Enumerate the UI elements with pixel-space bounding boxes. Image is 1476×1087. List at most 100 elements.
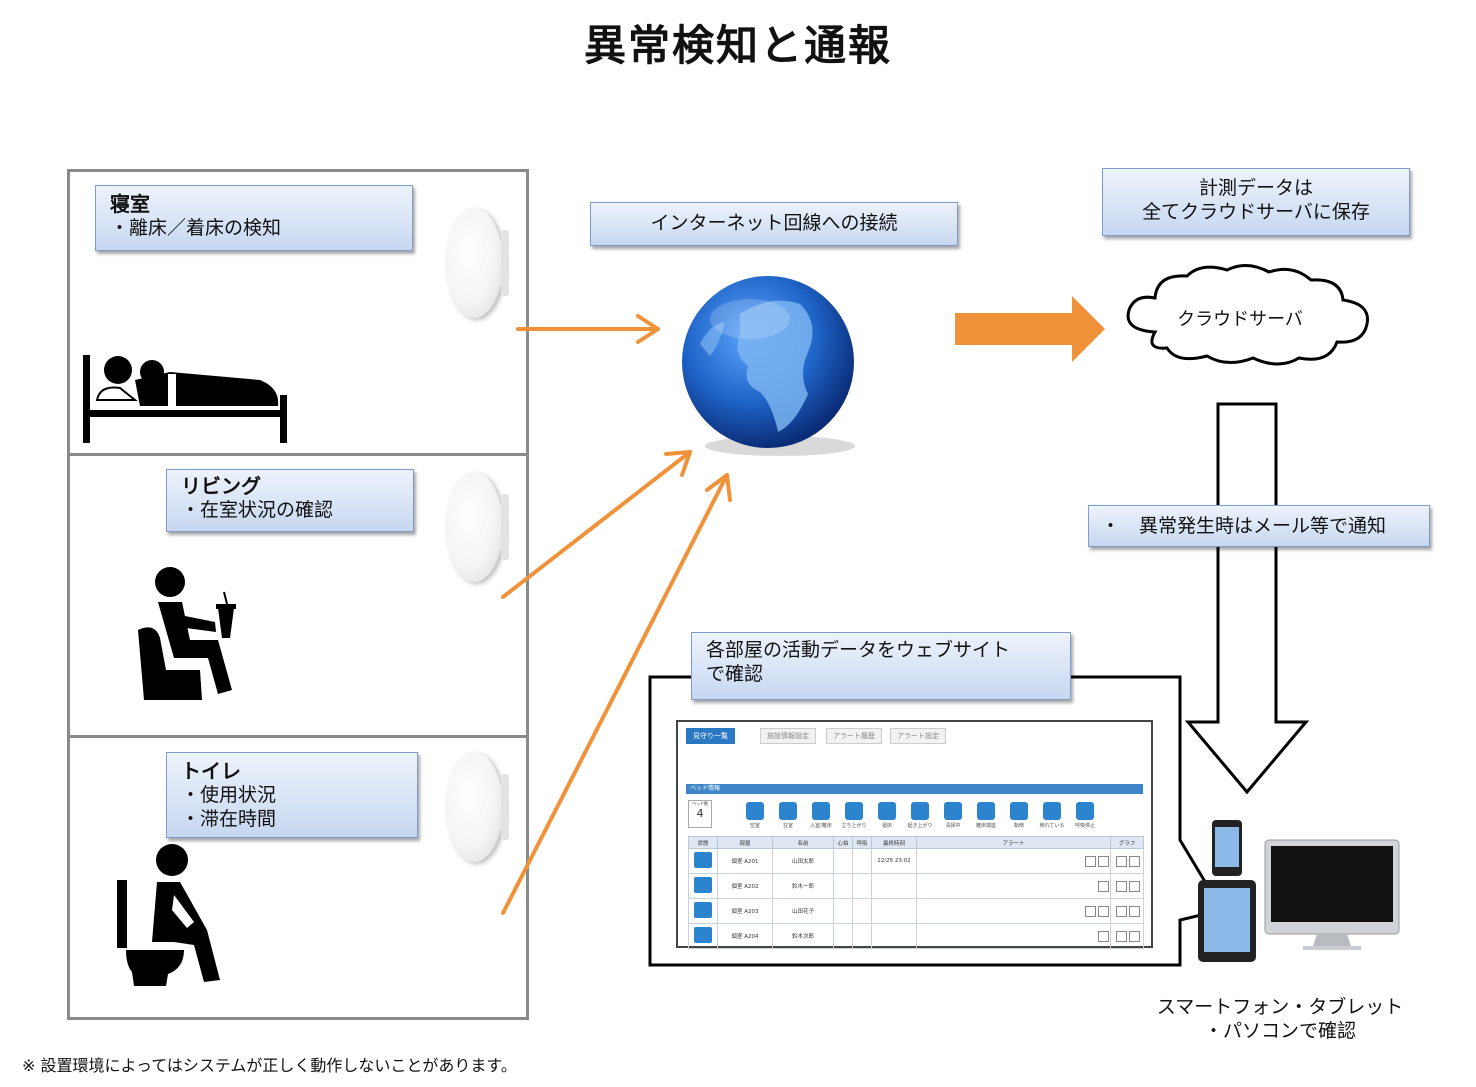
bed-count-label: ベッド数	[692, 801, 708, 806]
web-line-1: 各部屋の活動データをウェブサイト	[706, 639, 1011, 661]
table-row[interactable]: 個室 A202 鈴木一郎	[688, 873, 1144, 899]
row-name: 鈴木一郎	[772, 873, 834, 899]
globe-icon	[682, 276, 855, 456]
status-icon	[1010, 802, 1028, 820]
toilet-item-2: ・滞在時間	[181, 808, 277, 830]
bed-count-box: ベッド数 4	[688, 800, 712, 828]
line-graph-icon[interactable]	[1129, 930, 1140, 942]
col-status: 状態	[688, 836, 718, 849]
col-alert: アラート	[916, 836, 1111, 849]
sitting-person-icon	[138, 567, 236, 700]
web-app-screenshot: 見守り一覧 施設情報設定 アラート履歴 アラート設定 ベッド情報 ベッド数 4 …	[676, 720, 1153, 949]
cloud-to-device-arrow	[1184, 402, 1310, 795]
bar-graph-icon[interactable]	[1116, 880, 1127, 892]
col-time: 最終時刻	[871, 836, 917, 849]
devices-caption-line-2: ・パソコンで確認	[1203, 1020, 1356, 1042]
internet-label: インターネット回線への接続	[590, 202, 958, 246]
row-room: 個室 A202	[717, 873, 773, 899]
memo-icon[interactable]	[1098, 905, 1109, 917]
status-icon-label: 離床端座	[975, 823, 996, 829]
toilet-person-icon	[117, 844, 220, 986]
col-room: 部屋	[717, 836, 773, 849]
status-icon	[845, 802, 863, 820]
devices-caption: スマートフォン・タブレット ・パソコンで確認	[1140, 995, 1420, 1043]
line-graph-icon[interactable]	[1129, 855, 1140, 867]
devices-icon	[1198, 820, 1400, 962]
bed-table: 状態 部屋 名前 心拍 呼吸 最終時刻 アラート グラフ 個室 A201 山田太…	[688, 836, 1144, 949]
bed-info-bar: ベッド情報	[686, 784, 1143, 794]
storage-label: 計測データは 全てクラウドサーバに保存	[1102, 168, 1410, 236]
row-time	[871, 898, 917, 924]
sleeping-person-icon	[83, 355, 287, 443]
status-icon	[1076, 802, 1094, 820]
camera-icon[interactable]	[1085, 855, 1096, 867]
line-graph-icon[interactable]	[1129, 880, 1140, 892]
row-name: 鈴木次郎	[772, 923, 834, 949]
tab-alert-settings[interactable]: アラート設定	[890, 728, 946, 744]
status-icon-label: 倒れている	[1039, 823, 1065, 829]
memo-icon[interactable]	[1098, 855, 1109, 867]
row-time	[871, 923, 917, 949]
row-room: 個室 A204	[717, 923, 773, 949]
tab-alert-history[interactable]: アラート履歴	[826, 728, 882, 744]
camera-icon[interactable]	[1085, 905, 1096, 917]
row-time	[871, 873, 917, 899]
devices-caption-line-1: スマートフォン・タブレット	[1156, 996, 1404, 1018]
row-name: 山田太郎	[772, 848, 834, 874]
status-icon	[944, 802, 962, 820]
table-row[interactable]: 個室 A204 鈴木次郎	[688, 923, 1144, 949]
tab-monitor-list[interactable]: 見守り一覧	[686, 728, 735, 744]
memo-icon[interactable]	[1098, 880, 1109, 892]
status-icon	[812, 802, 830, 820]
memo-icon[interactable]	[1098, 930, 1109, 942]
living-label: リビング ・在室状況の確認	[166, 469, 414, 532]
internet-to-cloud-arrow	[955, 296, 1105, 362]
notify-label: ・ 異常発生時はメール等で通知	[1088, 505, 1430, 547]
status-icon	[911, 802, 929, 820]
web-line-2: で確認	[706, 663, 764, 685]
col-breath: 呼吸	[852, 836, 872, 849]
storage-line-1: 計測データは	[1198, 177, 1313, 199]
status-icon	[977, 802, 995, 820]
pc-monitor-icon	[1264, 839, 1400, 950]
bed-status-icon	[694, 902, 712, 918]
cloud-icon	[1126, 264, 1369, 366]
toilet-item-1: ・使用状況	[181, 784, 277, 806]
bar-graph-icon[interactable]	[1116, 855, 1127, 867]
status-icon-label: 空室	[749, 823, 760, 829]
smartphone-icon	[1212, 820, 1242, 876]
line-graph-icon[interactable]	[1129, 905, 1140, 917]
toilet-label: トイレ ・使用状況 ・滞在時間	[166, 752, 418, 838]
status-icon-label: 入室/離床	[810, 823, 832, 829]
table-row[interactable]: 個室 A203 山田花子	[688, 898, 1144, 924]
bar-graph-icon[interactable]	[1116, 930, 1127, 942]
storage-line-2: 全てクラウドサーバに保存	[1142, 201, 1370, 223]
toilet-heading: トイレ	[181, 759, 241, 783]
sensor-icon-toilet	[445, 752, 509, 862]
status-icon	[779, 802, 797, 820]
bedroom-heading: 寝室	[110, 192, 150, 216]
bed-count-value: 4	[696, 807, 704, 820]
col-heart: 心拍	[833, 836, 853, 849]
status-icon-label: 呼吸停止	[1074, 823, 1095, 829]
row-room: 個室 A201	[717, 848, 773, 874]
row-time: 12/25 23:02	[871, 848, 917, 874]
col-name: 名前	[772, 836, 834, 849]
bed-status-icon	[694, 852, 712, 868]
status-icon-label: 在室	[782, 823, 793, 829]
table-row[interactable]: 個室 A201 山田太郎 12/25 23:02	[688, 848, 1144, 874]
bar-graph-icon[interactable]	[1116, 905, 1127, 917]
status-icon	[746, 802, 764, 820]
status-icon	[878, 802, 896, 820]
row-room: 個室 A203	[717, 898, 773, 924]
sensor-icon-living	[445, 472, 509, 582]
bedroom-label: 寝室 ・離床／着床の検知	[95, 185, 413, 251]
bedroom-item: ・離床／着床の検知	[110, 217, 282, 239]
tab-facility-settings[interactable]: 施設情報設定	[760, 728, 816, 744]
col-graph: グラフ	[1110, 836, 1144, 849]
status-icon	[1043, 802, 1061, 820]
cloud-label: クラウドサーバ	[1177, 309, 1303, 330]
bed-status-icon	[694, 927, 712, 943]
living-item: ・在室状況の確認	[181, 499, 334, 521]
